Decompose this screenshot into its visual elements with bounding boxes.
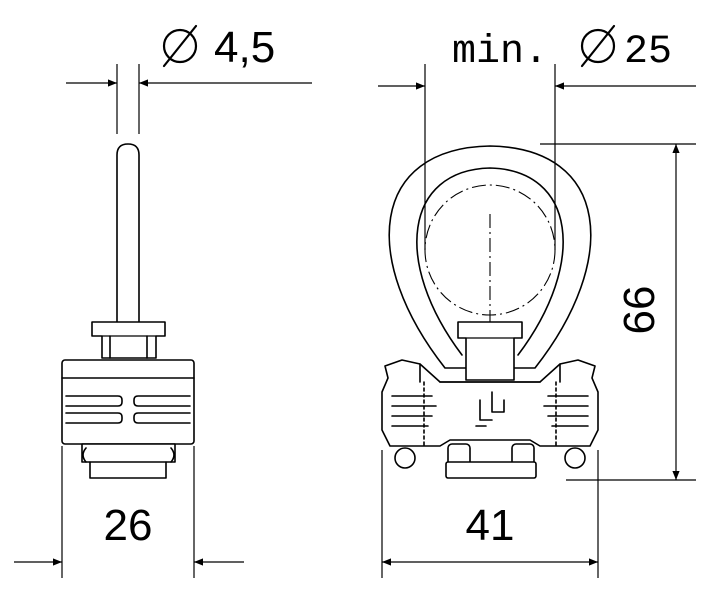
diameter-symbol-icon xyxy=(162,24,198,68)
front-view-collar xyxy=(457,321,523,381)
side-view-ribs xyxy=(65,395,191,424)
dimension-width-side: 26 xyxy=(14,446,244,578)
side-view-foot xyxy=(81,443,176,479)
front-view xyxy=(381,145,599,479)
side-view-body xyxy=(61,359,195,445)
width-side-label: 26 xyxy=(104,501,153,550)
side-view xyxy=(61,143,195,479)
manufacturer-logo-icon xyxy=(475,391,505,427)
diameter-symbol-icon xyxy=(580,24,616,68)
front-view-ribs xyxy=(391,381,589,447)
front-view-feet xyxy=(394,443,586,479)
dimension-ring-diameter: min. 25 xyxy=(378,24,696,250)
width-front-label: 41 xyxy=(466,501,515,550)
height-label: 66 xyxy=(615,286,664,335)
dimension-pin-diameter: 4,5 xyxy=(66,23,312,134)
side-view-collar xyxy=(91,321,166,359)
dimension-height: 66 xyxy=(540,143,696,481)
dimension-width-front: 41 xyxy=(381,450,599,578)
ring-min-prefix: min. xyxy=(452,30,548,75)
ring-diameter-label: 25 xyxy=(624,30,672,75)
side-view-pin xyxy=(116,143,140,331)
pin-diameter-label: 4,5 xyxy=(214,23,275,72)
